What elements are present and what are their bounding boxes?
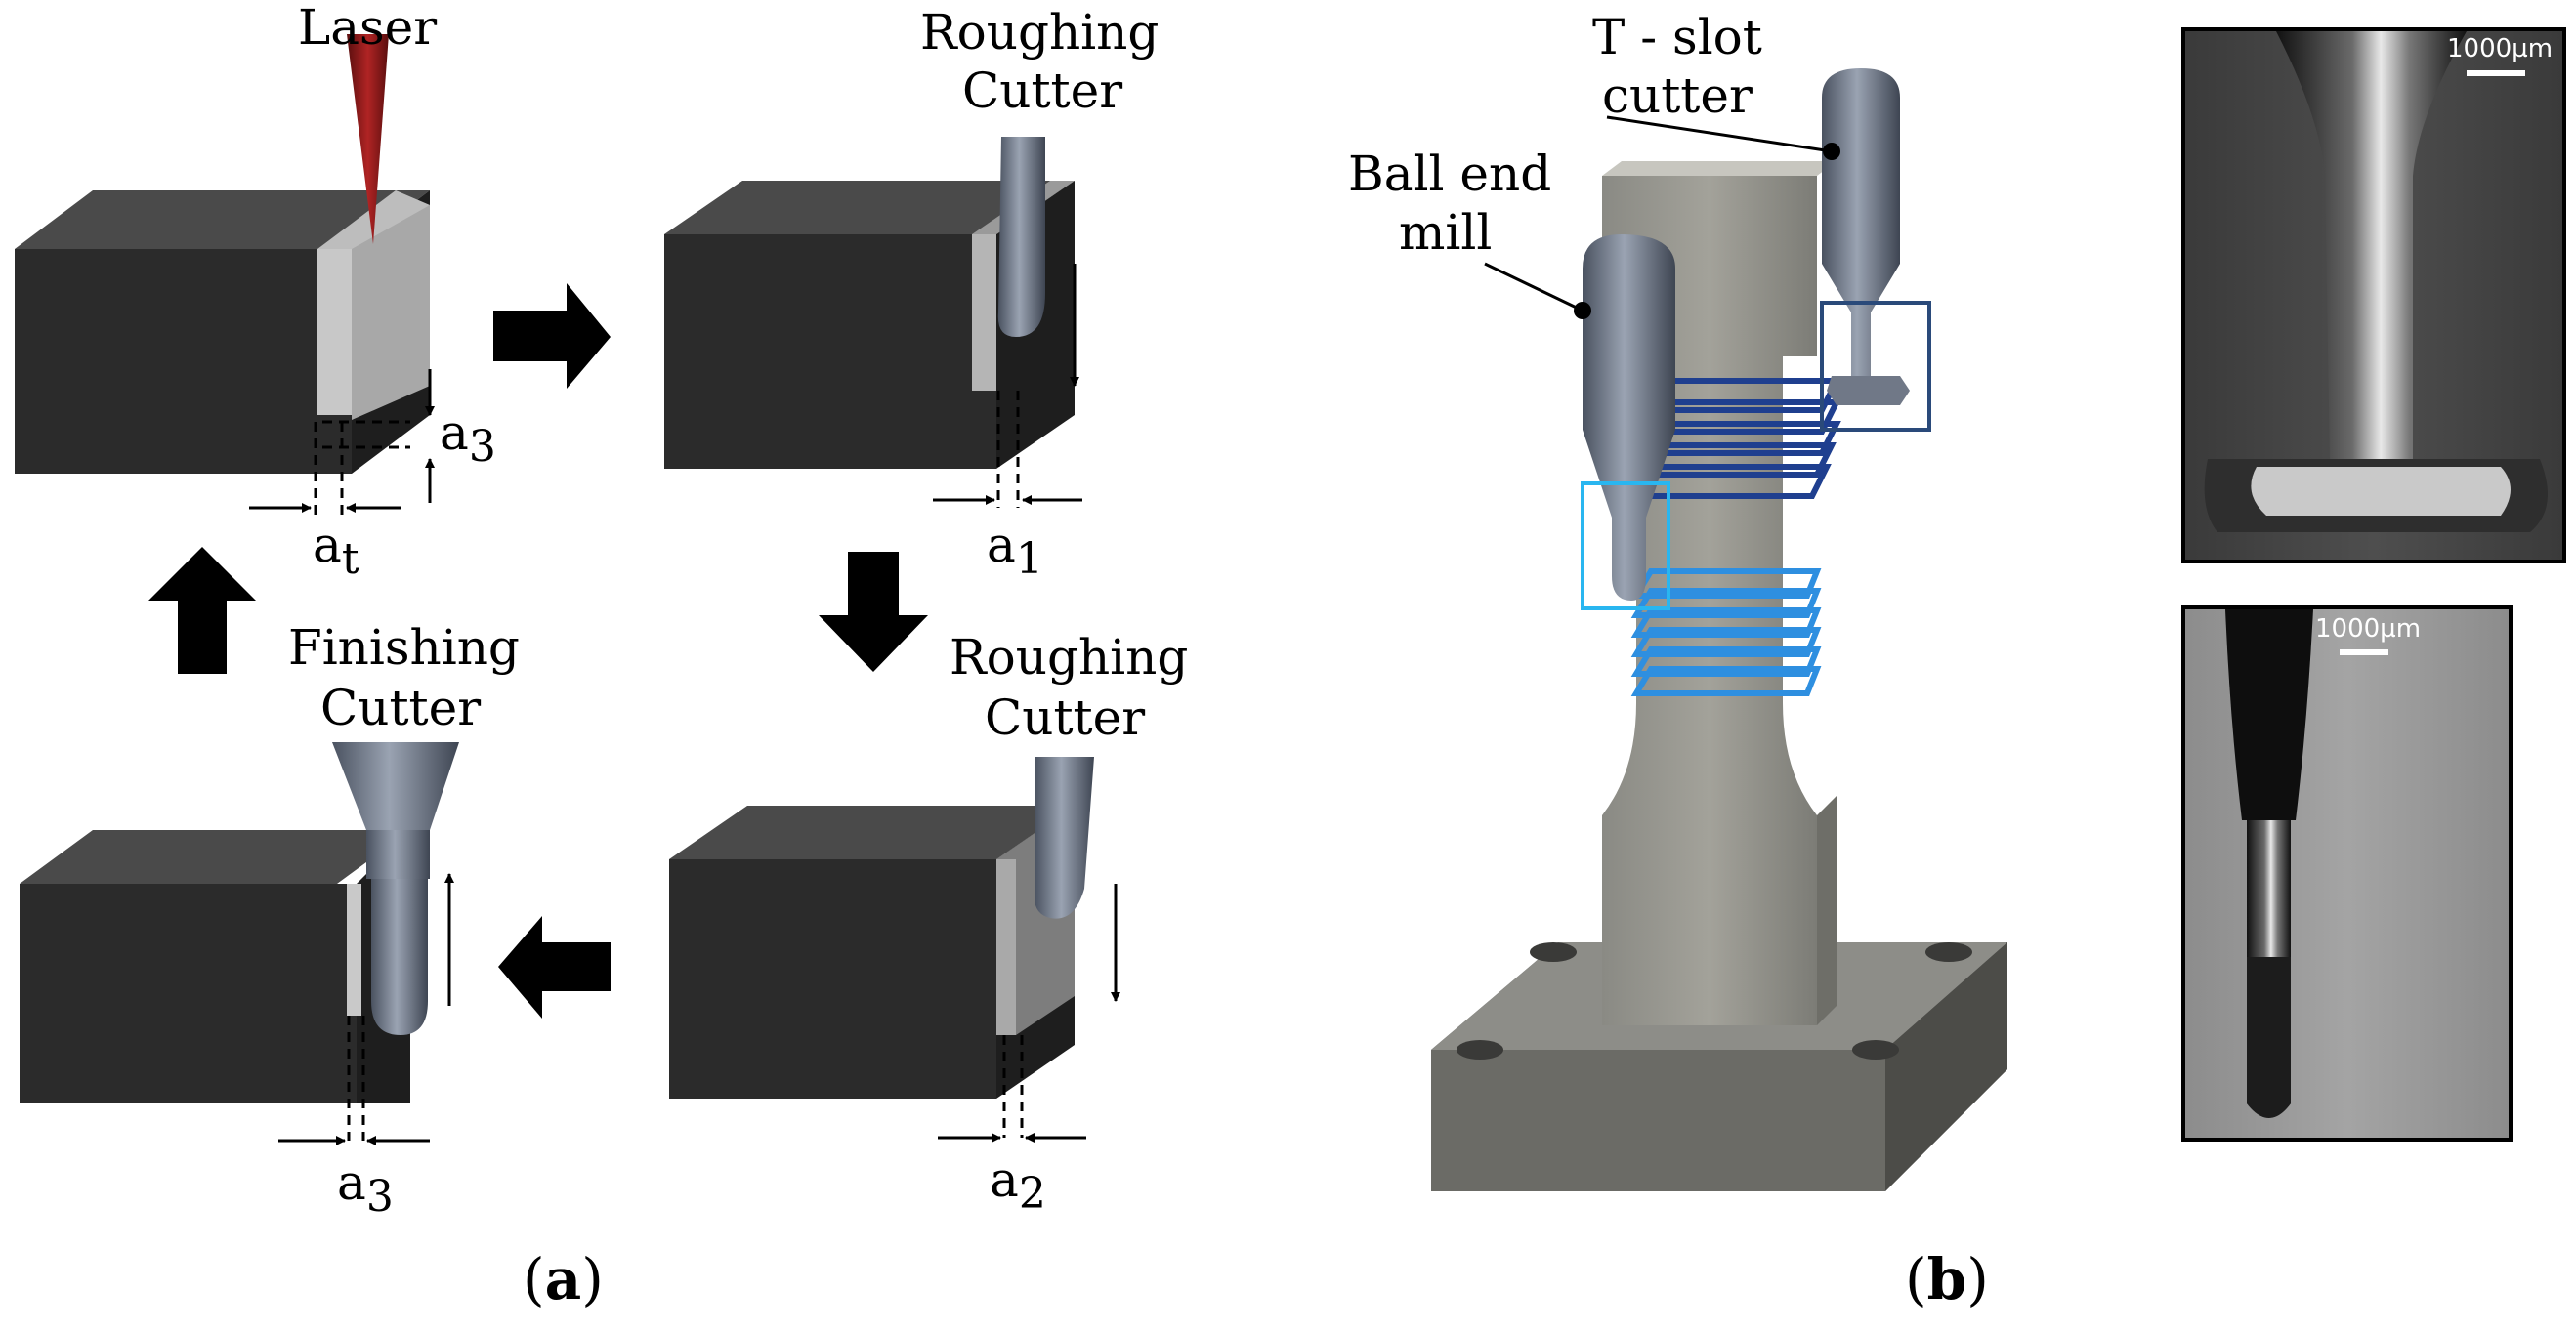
roughing-cutter-1	[997, 137, 1045, 337]
ball-end-mill	[1583, 234, 1675, 601]
svg-text:a1: a1	[987, 517, 1043, 584]
ball-end-highlight-box	[1581, 481, 1670, 610]
tslot-leader-dot	[1823, 143, 1840, 160]
dim-a3-top: a3	[425, 369, 496, 503]
scale-bar-bottom	[2340, 649, 2388, 655]
dim-at: at	[249, 503, 401, 584]
finishing-cutter	[332, 742, 459, 1035]
block-laser-step	[15, 190, 430, 518]
dim-a3-bottom: a3	[278, 1136, 430, 1222]
flow-arrow-up	[148, 547, 256, 674]
photo-ball-end: 1000µm	[2181, 605, 2513, 1142]
ballend-leader-dot	[1574, 302, 1591, 319]
laser-label: Laser	[298, 0, 437, 56]
roughing-cutter-2	[1035, 757, 1094, 919]
photo-t-slot: 1000µm	[2181, 27, 2566, 563]
block-finishing	[20, 830, 410, 1141]
caption-b: (b)	[1905, 1246, 1989, 1312]
svg-text:at: at	[313, 517, 359, 584]
dim-a1: a1	[933, 495, 1082, 584]
block-roughing-1	[664, 181, 1075, 508]
flow-arrow-right	[493, 283, 611, 389]
scale-label-top: 1000µm	[2447, 34, 2553, 63]
svg-text:a2: a2	[990, 1151, 1046, 1219]
tslot-highlight-box	[1820, 301, 1931, 432]
block-roughing-2	[669, 806, 1075, 1138]
flow-arrow-left	[498, 916, 611, 1019]
tslot-leader	[1606, 115, 1833, 153]
ballend-leader	[1484, 262, 1584, 312]
toolpath-coil-lower	[1630, 568, 1822, 696]
caption-a: (a)	[523, 1246, 604, 1312]
flow-arrow-down	[819, 552, 928, 672]
scale-label-bottom: 1000µm	[2315, 614, 2421, 644]
svg-text:a3: a3	[440, 404, 496, 472]
t-slot-cutter	[1822, 68, 1910, 405]
laser-beam	[347, 34, 389, 244]
svg-text:a3: a3	[337, 1154, 394, 1222]
scale-bar-top	[2467, 70, 2525, 76]
dim-a2: a2	[938, 1133, 1086, 1219]
